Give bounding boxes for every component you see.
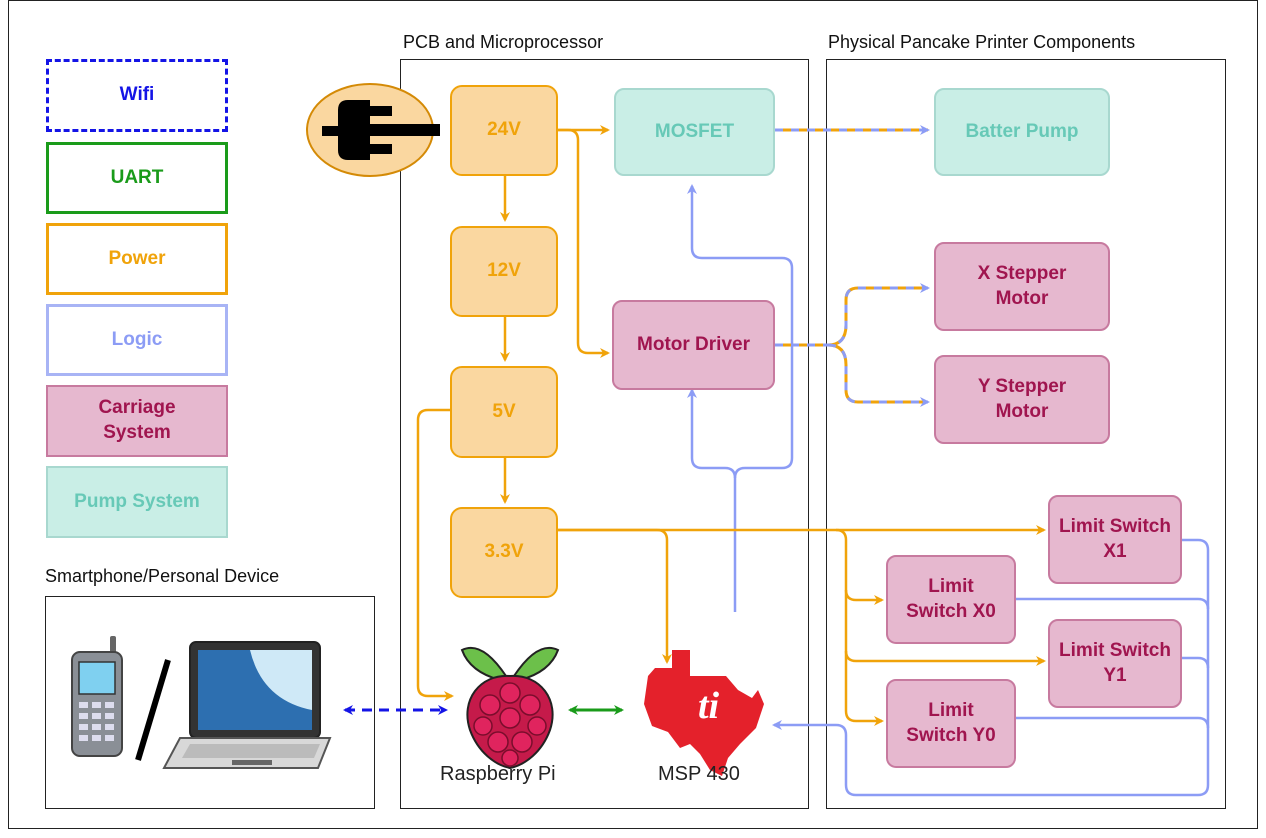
limit-switch-y0-box: Limit Switch Y0 — [886, 679, 1016, 768]
raspberry-pi-logo-icon — [460, 646, 560, 770]
legend-power: Power — [46, 223, 228, 295]
device-region — [45, 596, 375, 809]
mosfet-box: MOSFET — [614, 88, 775, 176]
legend-logic: Logic — [46, 304, 228, 376]
legend-wifi: Wifi — [46, 59, 228, 132]
power-12v: 12V — [450, 226, 558, 317]
batter-pump-box: Batter Pump — [934, 88, 1110, 176]
msp430-label: MSP 430 — [658, 763, 740, 785]
power-wires — [416, 125, 1046, 726]
outer-frame — [8, 0, 1258, 829]
svg-text:ti: ti — [698, 685, 720, 727]
limit-switch-y1-box: Limit Switch Y1 — [1048, 619, 1182, 708]
device-region-title: Smartphone/Personal Device — [45, 566, 280, 586]
legend-pump: Pump System — [46, 466, 228, 538]
power-plug-icon — [306, 83, 440, 177]
laptop-icon — [162, 641, 332, 769]
power-5v: 5V — [450, 366, 558, 458]
raspberry-pi-label: Raspberry Pi — [440, 763, 556, 785]
physical-region — [826, 59, 1226, 809]
legend-carriage: Carriage System — [46, 385, 228, 457]
cell-phone-icon — [71, 636, 123, 757]
slash-divider — [135, 659, 171, 761]
x-stepper-motor-box: X Stepper Motor — [934, 242, 1110, 331]
y-stepper-motor-box: Y Stepper Motor — [934, 355, 1110, 444]
limit-switch-x1-box: Limit Switch X1 — [1048, 495, 1182, 584]
power-3v3: 3.3V — [450, 507, 558, 598]
physical-region-title: Physical Pancake Printer Components — [828, 32, 1136, 52]
legend-uart: UART — [46, 142, 228, 214]
motor-signal-wires — [775, 125, 930, 407]
motor-driver-box: Motor Driver — [612, 300, 775, 390]
pcb-region-title: PCB and Microprocessor — [403, 32, 604, 52]
power-24v: 24V — [450, 85, 558, 176]
limit-switch-x0-box: Limit Switch X0 — [886, 555, 1016, 644]
texas-instruments-logo-icon: ti — [644, 650, 764, 776]
pcb-region — [400, 59, 809, 809]
logic-wires — [687, 184, 1210, 797]
